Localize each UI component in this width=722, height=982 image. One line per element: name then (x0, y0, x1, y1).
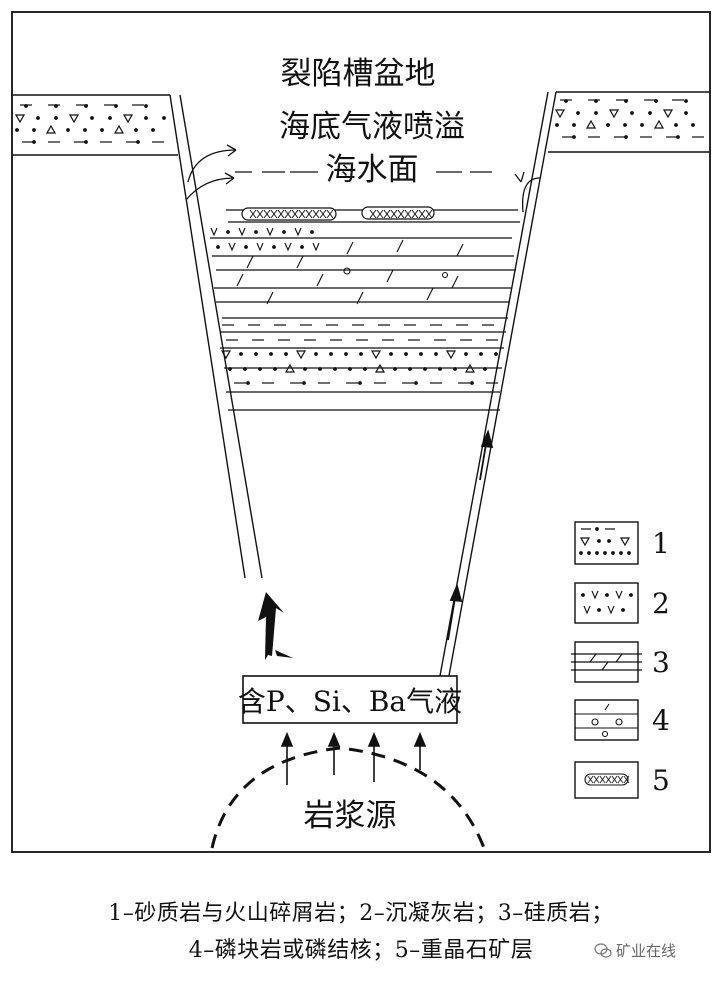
vent-arrows (185, 144, 541, 213)
legend-number: 1 (652, 527, 670, 560)
legend-item-barite-ore: 5 (574, 761, 670, 799)
wechat-logo-icon (594, 942, 612, 958)
legend-item-sandstone-volcaniclastic: 1 (574, 521, 670, 565)
legend-item-siliceous-rock: 3 (571, 641, 670, 683)
basin-fill-strata (210, 209, 520, 411)
legend-number: 3 (652, 646, 670, 679)
ascent-arrows (447, 429, 494, 641)
legend-number: 2 (652, 587, 670, 620)
legend-number: 4 (652, 704, 670, 737)
legend: 1 2 3 4 5 (571, 521, 670, 799)
caption-line-1: 1–砂质岩与火山碎屑岩；2–沉凝灰岩；3–硅质岩； (108, 901, 614, 926)
sealevel-label: 海水面 (326, 152, 419, 188)
magma-to-fluid-arrows (280, 731, 427, 785)
vent-label: 海底气液喷溢 (279, 109, 465, 145)
barite-ore-lenses (241, 206, 435, 221)
legend-item-phosphorite-nodule: 4 (574, 699, 670, 741)
fluid-box (242, 675, 458, 724)
left-shoulder-strata (12, 94, 178, 156)
legend-number: 5 (652, 764, 670, 797)
legend-item-tuff: 2 (574, 582, 670, 624)
diagram-frame (11, 11, 711, 853)
bold-ascent-arrow (258, 592, 293, 660)
magma-label: 岩浆源 (304, 798, 397, 834)
watermark-text: 矿业在线 (616, 942, 677, 960)
fluid-label: 含P、Si、Ba气液 (238, 685, 462, 718)
magma-source-dome (210, 746, 486, 849)
watermark: 矿业在线 (594, 940, 676, 961)
right-shoulder-strata (548, 91, 710, 153)
caption-line-2: 4–磷块岩或磷结核；5–重晶石矿层 (188, 938, 534, 963)
legend-swatch (574, 582, 639, 624)
diagram-title: 裂陷槽盆地 (281, 56, 436, 92)
legend-swatch (574, 699, 639, 741)
